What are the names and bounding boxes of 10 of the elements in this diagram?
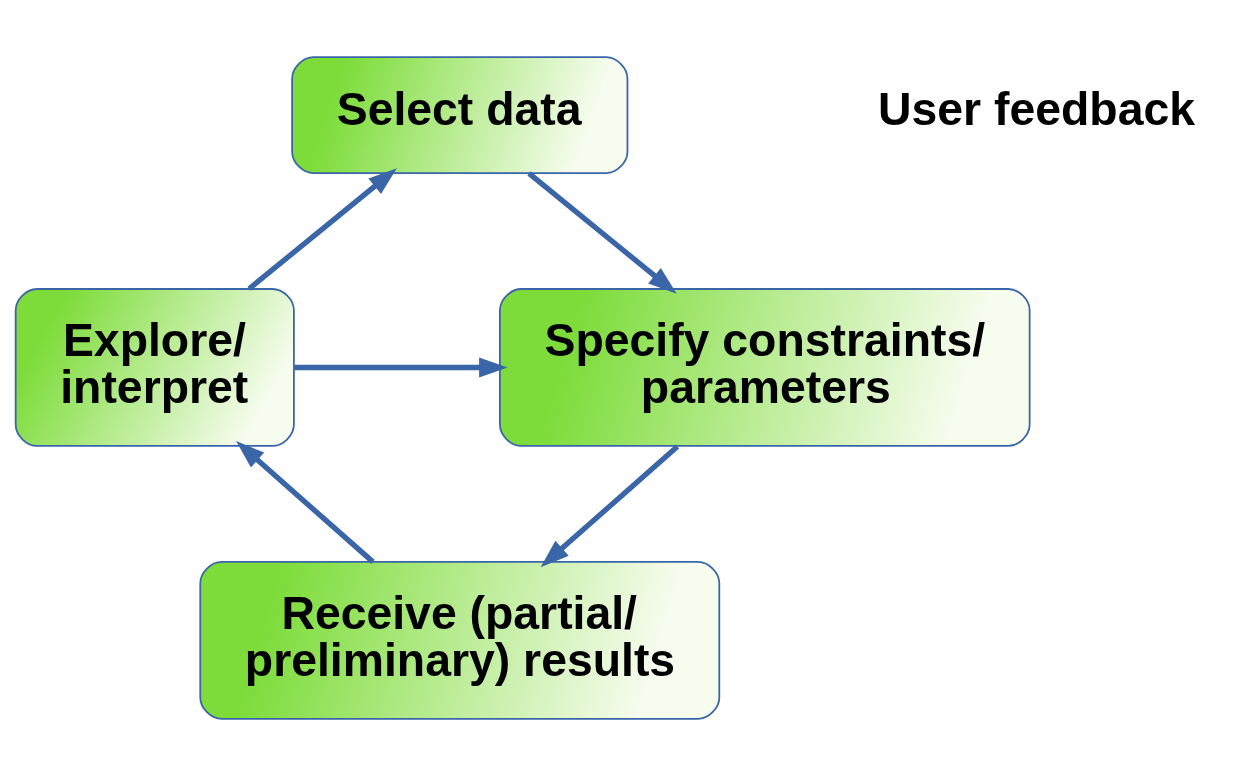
- node-box: Specify constraints/ parameters: [499, 288, 1031, 447]
- label: User feedback: [878, 82, 1196, 135]
- node-box: Explore/ interpret: [14, 288, 295, 447]
- arrow: [540, 444, 680, 568]
- node-box: Select data: [291, 56, 629, 174]
- arrow: [294, 357, 508, 378]
- arrow: [527, 171, 677, 294]
- arrow: [247, 168, 397, 291]
- arrow: [236, 441, 375, 564]
- node-box: Receive (partial/ preliminary) results: [199, 561, 721, 720]
